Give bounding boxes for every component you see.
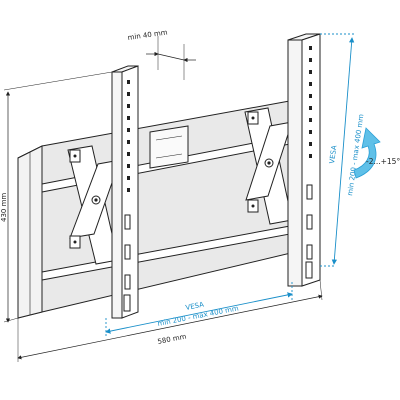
depth-dimension: min 40 mm [127, 28, 196, 80]
vesa-vertical-range: min 200 - max 400 mm [346, 113, 365, 196]
right-tv-bracket [287, 33, 321, 287]
height-dimension: 430 mm [0, 71, 113, 323]
right-tilt-mechanism [244, 107, 293, 225]
vesa-horizontal-title: VESA [185, 301, 205, 312]
tilt-indicator: -2...+15° [353, 127, 400, 179]
curved-arrow-icon [353, 127, 381, 179]
width-label: 580 mm [157, 332, 187, 345]
tilt-label: -2...+15° [366, 157, 400, 166]
height-label: 430 mm [0, 193, 8, 222]
vesa-vertical-dimension: VESA min 200 - max 400 mm [320, 33, 365, 267]
left-tv-bracket [111, 65, 139, 319]
depth-label: min 40 mm [127, 28, 168, 42]
vesa-vertical-title: VESA [328, 145, 339, 165]
